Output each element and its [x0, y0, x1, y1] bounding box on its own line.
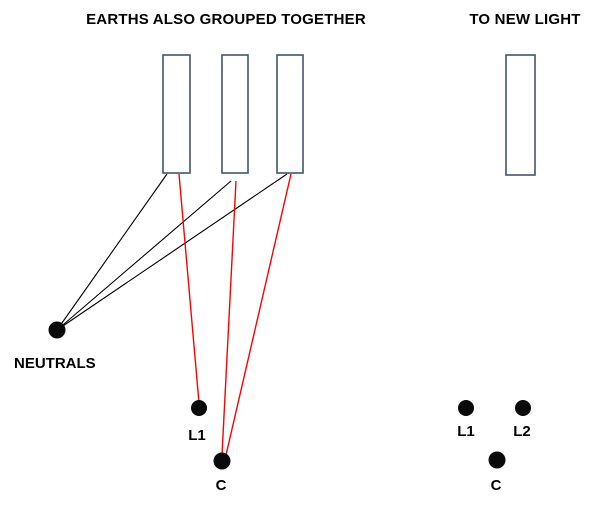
terminal-block-1	[162, 54, 191, 174]
neutral-wire-1	[56, 173, 168, 331]
new-light-title: TO NEW LIGHT	[469, 11, 580, 28]
neutrals-label: NEUTRALS	[14, 355, 96, 372]
neutral-wire-2	[56, 180, 232, 331]
left-c-label: C	[216, 477, 227, 494]
left-l1-label: L1	[188, 427, 206, 444]
live-wire-c-right	[225, 173, 292, 456]
right-l1-dot	[458, 400, 474, 416]
left-l1-dot	[191, 400, 207, 416]
left-c-dot	[213, 452, 231, 470]
terminal-block-new-light	[505, 54, 536, 176]
neutrals-dot	[48, 321, 66, 339]
right-l2-label: L2	[513, 423, 531, 440]
neutral-wire-3	[56, 173, 288, 331]
right-c-dot	[488, 451, 506, 469]
right-l1-label: L1	[457, 423, 475, 440]
terminal-block-2	[221, 54, 249, 174]
right-l2-dot	[515, 400, 531, 416]
right-c-label: C	[491, 477, 502, 494]
live-wire-l1	[178, 173, 200, 404]
terminal-block-3	[276, 54, 304, 174]
earths-group-title: EARTHS ALSO GROUPED TOGETHER	[86, 11, 366, 28]
live-wire-c-middle	[221, 180, 237, 456]
